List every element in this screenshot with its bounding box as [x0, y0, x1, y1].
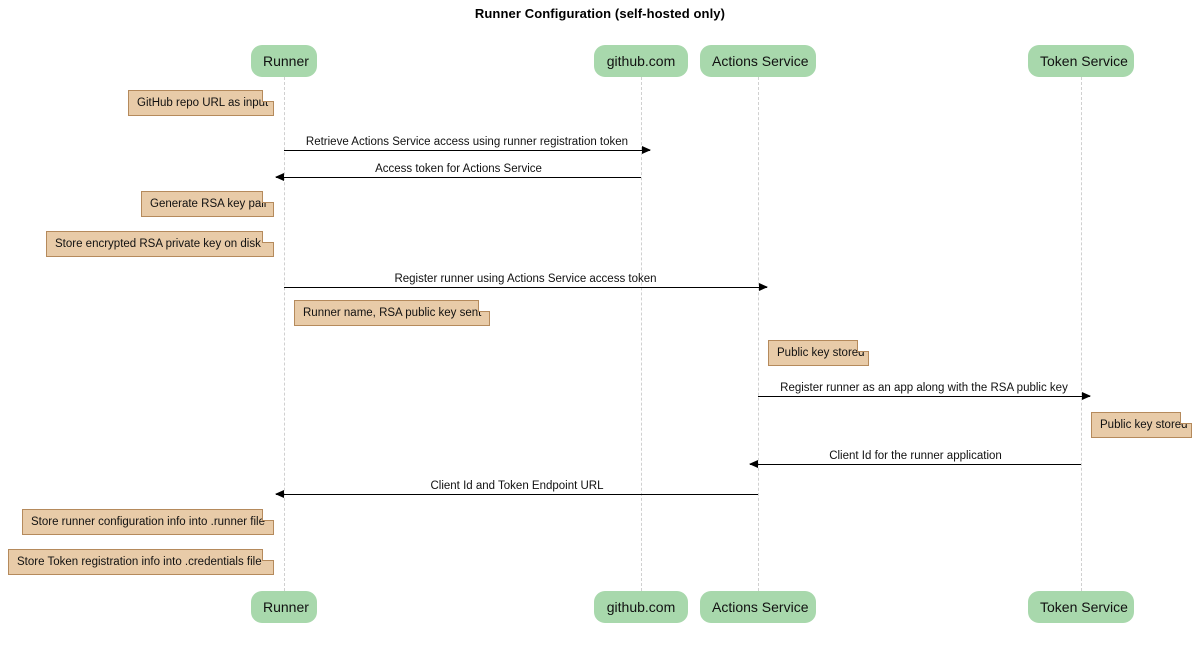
note-n8: Store Token registration info into .cred…	[8, 549, 274, 575]
note-fold-corner-icon	[262, 509, 274, 521]
participant-actions-top[interactable]: Actions Service	[700, 45, 816, 77]
arrowhead-icon	[275, 490, 284, 498]
lifeline-token	[1081, 77, 1082, 591]
arrowhead-icon	[749, 460, 758, 468]
participant-github-bottom[interactable]: github.com	[594, 591, 688, 623]
message-label: Access token for Actions Service	[375, 163, 542, 175]
note-text: Store runner configuration info into .ru…	[31, 516, 265, 528]
note-n5: Public key stored	[768, 340, 869, 366]
note-fold-corner-icon	[262, 549, 274, 561]
lifeline-runner	[284, 77, 285, 591]
note-n6: Public key stored	[1091, 412, 1192, 438]
note-n3: Store encrypted RSA private key on disk	[46, 231, 274, 257]
arrowhead-icon	[642, 146, 651, 154]
participant-actions-bottom[interactable]: Actions Service	[700, 591, 816, 623]
note-fold-corner-icon	[262, 231, 274, 243]
note-n1: GitHub repo URL as input	[128, 90, 274, 116]
message-label: Register runner using Actions Service ac…	[394, 273, 657, 285]
message-label: Client Id for the runner application	[829, 450, 1002, 462]
note-text: GitHub repo URL as input	[137, 97, 269, 109]
participant-token-bottom[interactable]: Token Service	[1028, 591, 1134, 623]
message-label: Register runner as an app along with the…	[780, 382, 1068, 394]
note-n4: Runner name, RSA public key sent	[294, 300, 490, 326]
participant-runner-top[interactable]: Runner	[251, 45, 317, 77]
participant-token-top[interactable]: Token Service	[1028, 45, 1134, 77]
note-text: Public key stored	[1100, 419, 1188, 431]
note-n7: Store runner configuration info into .ru…	[22, 509, 274, 535]
note-fold-corner-icon	[1180, 412, 1192, 424]
note-fold-corner-icon	[857, 340, 869, 352]
arrowhead-icon	[275, 173, 284, 181]
arrowhead-icon	[759, 283, 768, 291]
participant-github-top[interactable]: github.com	[594, 45, 688, 77]
message-m6: Client Id and Token Endpoint URL	[275, 480, 758, 498]
lifeline-github	[641, 77, 642, 591]
participant-runner-bottom[interactable]: Runner	[251, 591, 317, 623]
message-m4: Register runner as an app along with the…	[758, 382, 1091, 400]
message-m1: Retrieve Actions Service access using ru…	[284, 136, 651, 154]
arrowhead-icon	[1082, 392, 1091, 400]
message-m3: Register runner using Actions Service ac…	[284, 273, 768, 291]
note-text: Generate RSA key pair	[150, 198, 268, 210]
note-fold-corner-icon	[262, 191, 274, 203]
message-label: Retrieve Actions Service access using ru…	[305, 136, 629, 148]
note-text: Store Token registration info into .cred…	[17, 556, 262, 568]
note-text: Public key stored	[777, 347, 865, 359]
diagram-title: Runner Configuration (self-hosted only)	[474, 6, 726, 21]
note-n2: Generate RSA key pair	[141, 191, 274, 217]
lifeline-actions	[758, 77, 759, 591]
message-m2: Access token for Actions Service	[275, 163, 641, 181]
message-label: Client Id and Token Endpoint URL	[430, 480, 604, 492]
note-text: Store encrypted RSA private key on disk	[55, 238, 261, 250]
note-fold-corner-icon	[262, 90, 274, 102]
message-m5: Client Id for the runner application	[749, 450, 1081, 468]
note-text: Runner name, RSA public key sent	[303, 307, 482, 319]
note-fold-corner-icon	[478, 300, 490, 312]
